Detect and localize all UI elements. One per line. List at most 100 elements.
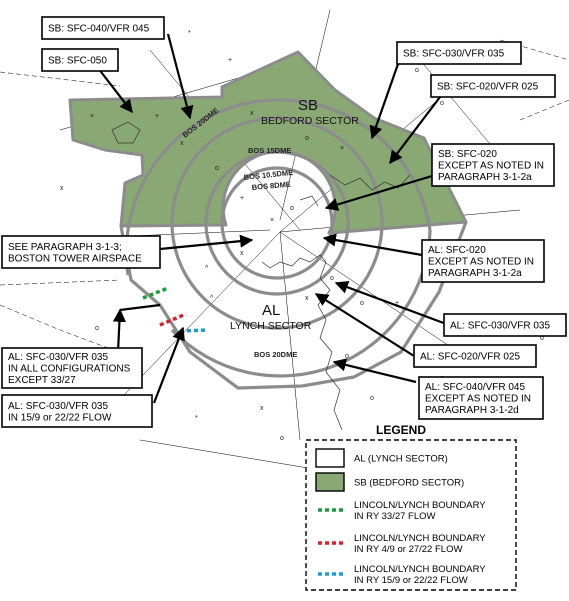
callout-al-020-025: AL: SFC-020/VFR 025 <box>413 344 537 368</box>
callout-box <box>1 235 161 269</box>
legend-item: SB (BEDFORD SECTOR) <box>315 472 464 492</box>
svg-text:^: ^ <box>205 265 209 272</box>
boundary-15-9-dashes <box>179 328 209 333</box>
svg-text:x: x <box>260 405 264 412</box>
callout-text: EXCEPT 33/27 <box>8 375 76 386</box>
callout-text: SEE PARAGRAPH 3-1-3; <box>8 242 122 253</box>
svg-text:o: o <box>305 135 309 142</box>
legend-label: SB (BEDFORD SECTOR) <box>354 478 464 489</box>
callout-box <box>1 394 153 428</box>
callout-text: EXCEPT AS NOTED IN <box>438 161 544 172</box>
boundary-33-27-dashes <box>142 286 169 300</box>
callout-sb-050: SB: SFC-050 <box>41 48 119 72</box>
legend: LEGEND AL (LYNCH SECTOR) SB (BEDFORD SECTO… <box>305 423 517 591</box>
svg-text:+: + <box>155 113 159 120</box>
runway-flow-boundaries <box>142 286 209 333</box>
svg-text:^: ^ <box>210 295 214 302</box>
callout-text: EXCEPT AS NOTED IN <box>428 257 534 268</box>
legend-label: IN RY 15/9 or 22/22 FLOW <box>354 575 468 586</box>
callout-box <box>421 239 545 283</box>
legend-label: LINCOLN/LYNCH BOUNDARY <box>354 564 486 575</box>
callout-text: SB: SFC-020 <box>438 149 497 160</box>
al-sector-name: LYNCH SECTOR <box>230 320 312 332</box>
callout-text: AL: SFC-030/VFR 035 <box>450 321 550 332</box>
callout-text: IN 15/9 or 22/22 FLOW <box>8 412 112 423</box>
sb-sector-code: SB <box>298 97 318 114</box>
callout-sb-020: SB: SFC-020/VFR 025 <box>430 74 556 98</box>
svg-text:x: x <box>60 185 64 192</box>
legend-swatch <box>315 472 345 492</box>
callout-sb-040: SB: SFC-040/VFR 045 <box>41 16 165 40</box>
sb-sector-name: BEDFORD SECTOR <box>261 115 359 127</box>
svg-text:x: x <box>180 140 184 147</box>
boundary-4-9-dashes <box>159 312 187 327</box>
svg-text:*: * <box>188 30 191 37</box>
svg-text:o: o <box>440 100 444 107</box>
callout-box <box>443 313 567 337</box>
al-sector-code: AL <box>262 302 280 319</box>
callout-text: AL: SFC-020 <box>428 245 486 256</box>
callout-box <box>418 376 544 420</box>
svg-text:×: × <box>90 113 94 120</box>
callout-text: BOSTON TOWER AIRSPACE <box>8 253 142 264</box>
callout-text: AL: SFC-030/VFR 035 <box>8 401 108 412</box>
legend-label: LINCOLN/LYNCH BOUNDARY <box>354 533 486 544</box>
callout-text: SB: SFC-040/VFR 045 <box>48 24 150 35</box>
callout-text: IN ALL CONFIGURATIONS <box>8 364 131 375</box>
svg-text:o: o <box>370 395 374 402</box>
callout-al-030-035: AL: SFC-030/VFR 035 <box>443 313 567 337</box>
svg-text:×: × <box>340 145 344 152</box>
callout-sb-030: SB: SFC-030/VFR 035 <box>396 41 522 65</box>
svg-text:+: + <box>395 300 399 307</box>
callout-text: SB: SFC-030/VFR 035 <box>403 49 505 60</box>
svg-text:o: o <box>95 325 99 332</box>
legend-title: LEGEND <box>376 423 426 437</box>
callout-text: SB: SFC-050 <box>48 56 107 67</box>
callout-box <box>413 344 537 368</box>
svg-text:*: * <box>195 415 198 422</box>
bos-10-5dme-ring <box>204 150 350 296</box>
svg-text:o: o <box>415 67 419 74</box>
svg-text:x: x <box>250 110 254 117</box>
callout-box <box>41 16 165 40</box>
callout-text: AL: SFC-040/VFR 045 <box>425 382 525 393</box>
legend-label: AL (LYNCH SECTOR) <box>354 454 448 465</box>
callout-box <box>430 74 556 98</box>
svg-text:+: + <box>240 195 244 202</box>
legend-label: IN RY 4/9 or 27/22 FLOW <box>354 544 462 555</box>
callout-text: SB: SFC-020/VFR 025 <box>437 82 539 93</box>
svg-text:o: o <box>540 335 544 342</box>
svg-text:×: × <box>270 217 274 224</box>
svg-text:o: o <box>290 205 294 212</box>
coastline <box>111 121 411 431</box>
legend-item: AL (LYNCH SECTOR) <box>315 448 448 468</box>
callout-text: AL: SFC-030/VFR 035 <box>8 352 108 363</box>
legend-label: LINCOLN/LYNCH BOUNDARY <box>354 500 486 511</box>
bos-15dme-ring <box>170 116 384 330</box>
callout-box <box>41 48 119 72</box>
legend-swatch <box>315 448 345 468</box>
dme-label-bos-15: BOS 15DME <box>248 146 291 155</box>
bos-8dme-ring <box>220 166 334 280</box>
callout-box <box>1 347 143 389</box>
callout-box <box>396 41 522 65</box>
svg-text:o: o <box>345 353 349 360</box>
callout-text: AL: SFC-020/VFR 025 <box>420 352 520 363</box>
svg-text:o: o <box>215 165 219 172</box>
lynch-sector-boundary <box>119 221 468 390</box>
svg-text:x: x <box>305 295 309 302</box>
callout-arrows <box>97 33 450 404</box>
callout-text: PARAGRAPH 3-1-2a <box>438 172 532 183</box>
svg-text:o: o <box>280 435 284 442</box>
